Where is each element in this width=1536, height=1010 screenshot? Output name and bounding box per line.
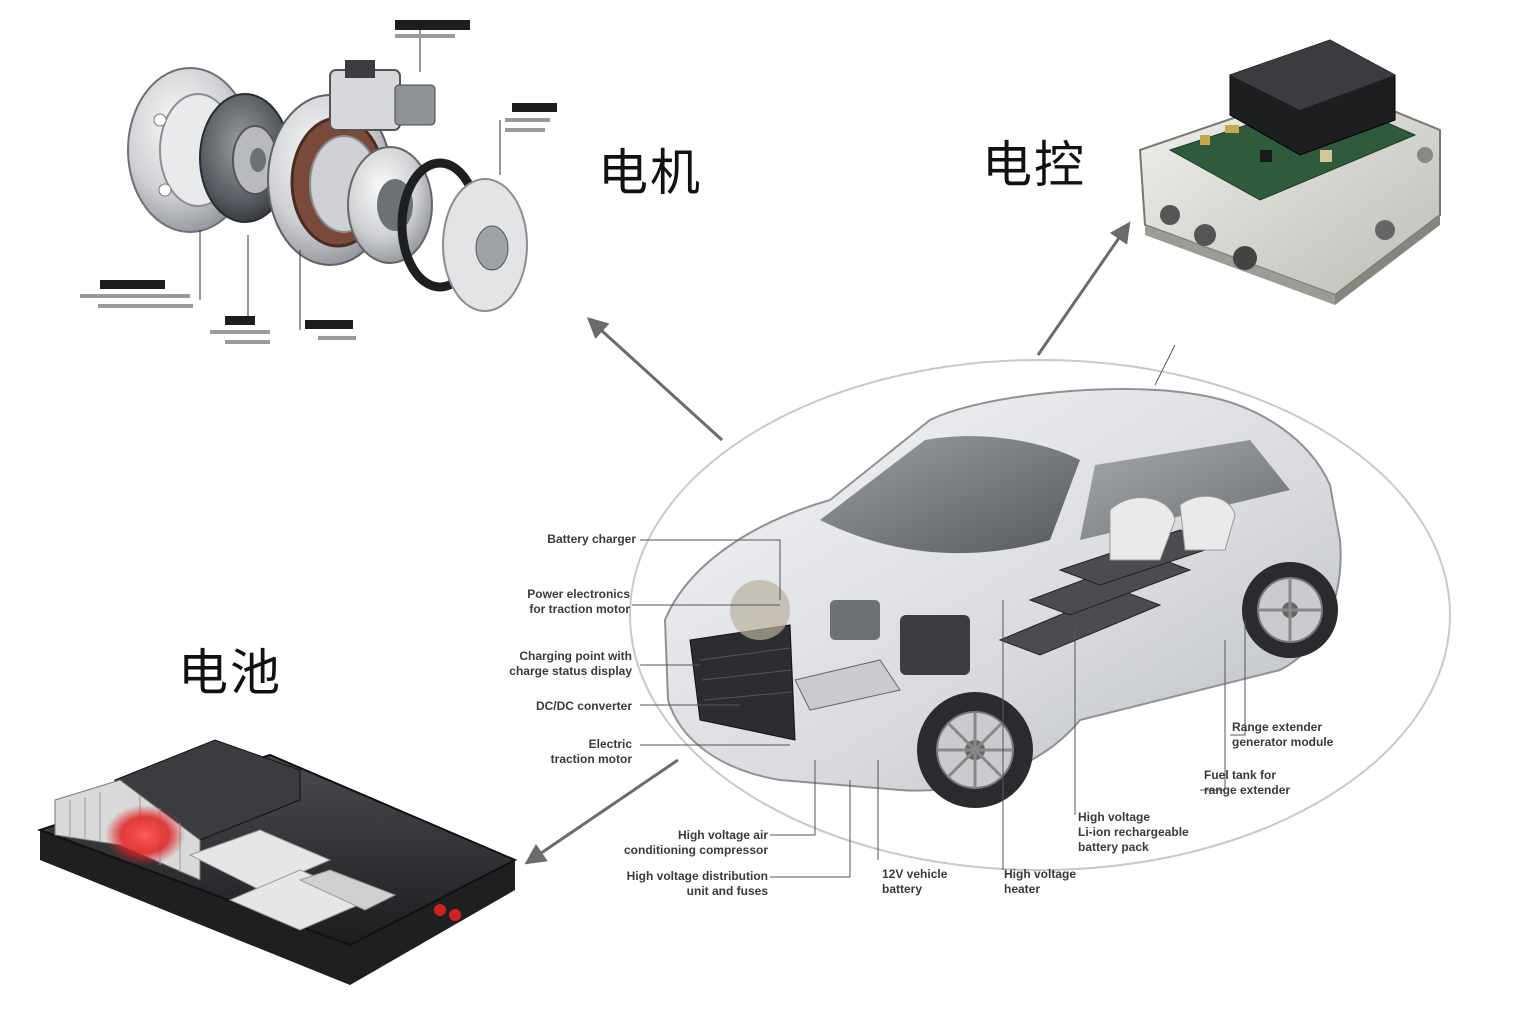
callout-text: DC/DC converter	[535, 699, 632, 713]
callout-fuel-tank: Fuel tank for range extender	[1204, 768, 1334, 798]
callout-text: Fuel tank for	[1204, 768, 1277, 782]
callout-text: High voltage air	[677, 828, 768, 842]
battery-illustration	[36, 739, 518, 985]
callout-12v-battery: 12V vehicle battery	[882, 867, 992, 897]
callout-text: Range extender	[1232, 720, 1323, 734]
vehicle-illustration	[629, 344, 1451, 878]
callout-hv-heater: High voltage heater	[1004, 867, 1114, 897]
callout-range-extender: Range extender generator module	[1232, 720, 1402, 750]
callout-text: battery pack	[1078, 840, 1149, 854]
callout-charging-point: Charging point with charge status displa…	[470, 649, 632, 679]
callout-text: High voltage distribution	[626, 869, 768, 883]
callout-text: traction motor	[550, 752, 632, 766]
callout-electric-motor: Electric traction motor	[500, 737, 632, 767]
callout-text: charge status display	[509, 664, 632, 678]
callout-text: 12V vehicle	[882, 867, 948, 881]
callout-text: Battery charger	[547, 532, 636, 546]
arrows	[524, 221, 1131, 865]
callout-text: generator module	[1232, 735, 1334, 749]
arrow-to-battery	[524, 758, 679, 865]
controller-illustration	[1138, 39, 1441, 305]
callout-text: Charging point with	[519, 649, 632, 663]
callout-dcdc-converter: DC/DC converter	[500, 699, 632, 714]
callout-power-electronics: Power electronics for traction motor	[480, 587, 630, 617]
callout-hv-battery-pack: High voltage Li-ion rechargeable battery…	[1078, 810, 1228, 855]
arrow-to-controller	[1036, 221, 1131, 356]
callout-text: battery	[882, 882, 923, 896]
arrow-to-motor	[586, 317, 724, 442]
callout-text: High voltage	[1004, 867, 1077, 881]
motor-label: 电机	[598, 144, 702, 202]
callout-text: for traction motor	[529, 602, 630, 616]
callout-text: Power electronics	[527, 587, 630, 601]
battery-label: 电池	[178, 644, 282, 702]
callout-hv-compressor: High voltage air conditioning compressor	[580, 828, 768, 858]
callout-battery-charger: Battery charger	[500, 532, 636, 547]
callout-text: Electric	[588, 737, 632, 751]
callout-text: Li-ion rechargeable	[1078, 825, 1189, 839]
controller-label: 电控	[982, 136, 1086, 194]
motor-illustration	[80, 20, 557, 344]
callout-hv-distribution: High voltage distribution unit and fuses	[580, 869, 768, 899]
callout-text: High voltage	[1078, 810, 1151, 824]
callout-text: heater	[1004, 882, 1041, 896]
callout-text: conditioning compressor	[623, 843, 768, 857]
callout-text: unit and fuses	[686, 884, 768, 898]
callout-text: range extender	[1204, 783, 1291, 797]
